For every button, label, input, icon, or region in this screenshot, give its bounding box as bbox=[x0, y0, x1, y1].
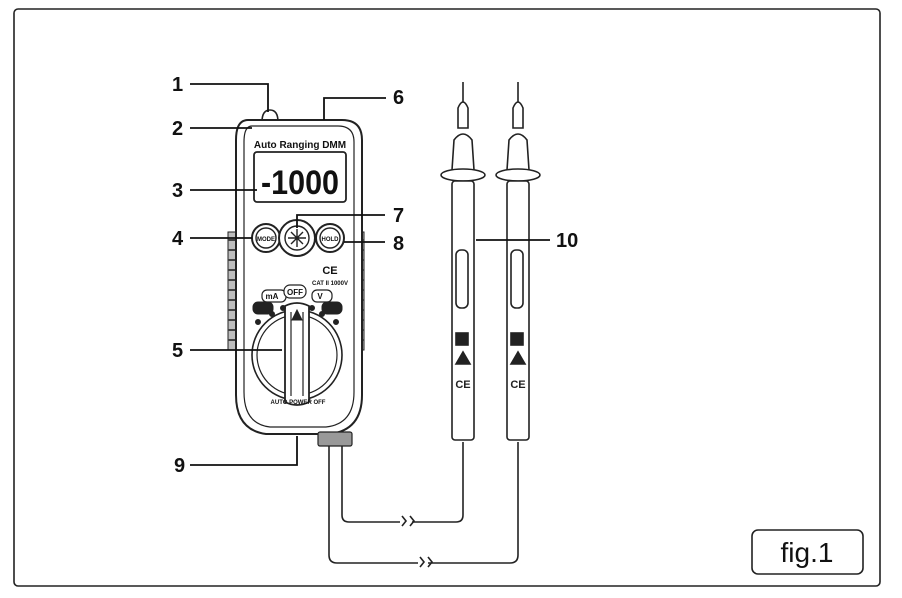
ma-label: mA bbox=[266, 292, 279, 301]
callout-leaders bbox=[190, 83, 550, 466]
fig-label: fig.1 bbox=[781, 537, 834, 568]
callout-2: 2 bbox=[172, 118, 183, 140]
callout-4: 4 bbox=[172, 228, 184, 250]
off-label: OFF bbox=[287, 288, 303, 297]
callout-10: 10 bbox=[556, 230, 578, 252]
probe-right: CE bbox=[495, 82, 541, 441]
svg-text:CE: CE bbox=[510, 379, 525, 391]
ce-mark: CE bbox=[322, 265, 337, 277]
callout-3: 3 bbox=[172, 180, 183, 202]
callout-8: 8 bbox=[393, 233, 404, 255]
callout-5: 5 bbox=[172, 340, 183, 362]
lcd-reading: -1000 bbox=[261, 164, 339, 202]
probe-left: CE bbox=[440, 82, 486, 441]
lcd-display bbox=[253, 151, 347, 203]
dial-label: AUTO POWER OFF bbox=[271, 400, 326, 406]
test-lead-wires bbox=[328, 442, 519, 568]
hold-button-label: HOLD bbox=[322, 237, 340, 243]
callout-6: 6 bbox=[393, 87, 404, 109]
fig-label-box bbox=[751, 529, 864, 575]
multimeter-body bbox=[227, 109, 365, 447]
callout-1: 1 bbox=[172, 74, 183, 96]
callout-7: 7 bbox=[393, 205, 404, 227]
svg-text:CE: CE bbox=[455, 379, 470, 391]
v-label: V bbox=[317, 292, 323, 301]
category-rating: CAT II 1000V bbox=[312, 281, 348, 287]
figure-frame bbox=[13, 8, 881, 587]
mode-button-label: MODE bbox=[257, 237, 275, 243]
device-title: Auto Ranging DMM bbox=[254, 140, 346, 151]
callout-9: 9 bbox=[174, 455, 185, 477]
